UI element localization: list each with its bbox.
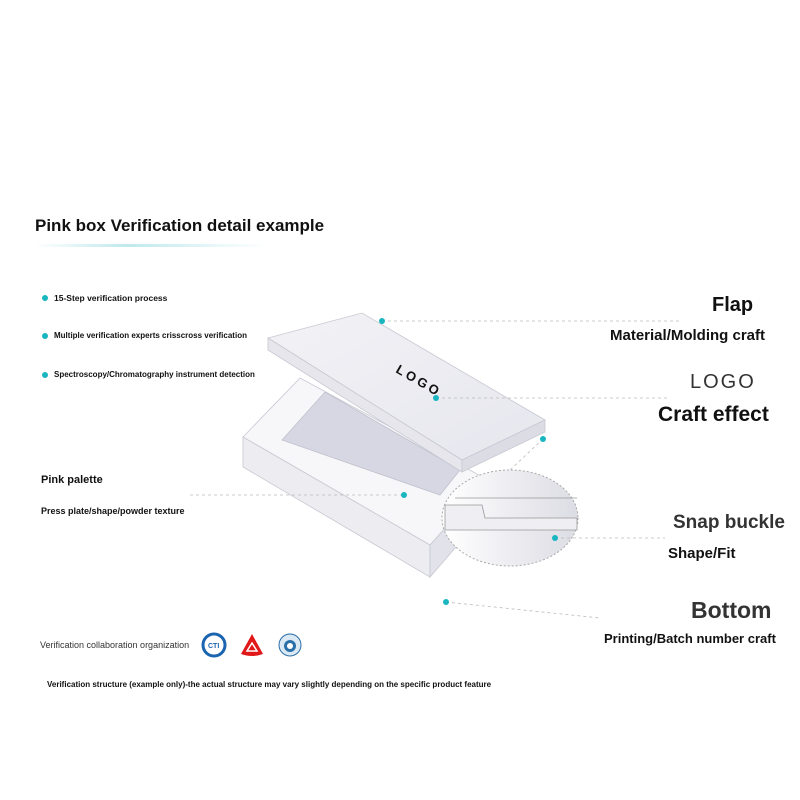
marker-dots bbox=[379, 318, 558, 605]
box-lid: LOGO bbox=[267, 312, 546, 473]
page-title: Pink box Verification detail example bbox=[35, 216, 325, 235]
flap-sub-label: Material/Molding craft bbox=[610, 327, 766, 344]
footnote: Verification structure (example only)-th… bbox=[47, 680, 492, 689]
flap-label: Flap bbox=[712, 294, 754, 316]
logo-label: LOGO bbox=[690, 371, 756, 393]
bullet-item: Multiple verification experts crisscross… bbox=[42, 331, 247, 340]
bullet-text: Multiple verification experts crisscross… bbox=[54, 331, 247, 340]
svg-text:CTI: CTI bbox=[208, 643, 219, 650]
bullet-text: Spectroscopy/Chromatography instrument d… bbox=[54, 370, 255, 379]
cti-logo-icon: CTI bbox=[201, 632, 227, 658]
bottom-sub-label: Printing/Batch number craft bbox=[604, 631, 776, 646]
org-label: Verification collaboration organization bbox=[40, 640, 190, 650]
blue-seal-logo-icon bbox=[278, 633, 302, 657]
bullet-dot-icon bbox=[42, 295, 48, 301]
bullet-dot-icon bbox=[42, 332, 48, 339]
title-underline bbox=[35, 244, 265, 247]
bullet-item: Spectroscopy/Chromatography instrument d… bbox=[42, 370, 255, 379]
snap-label: Snap buckle bbox=[673, 512, 785, 533]
snap-sub-label: Shape/Fit bbox=[668, 545, 736, 562]
logo-sub-label: Craft effect bbox=[658, 403, 769, 426]
org-row: Verification collaboration organization … bbox=[40, 632, 303, 658]
red-triangle-logo-icon bbox=[241, 634, 264, 656]
leader-lines bbox=[190, 320, 680, 619]
bottom-label: Bottom bbox=[691, 597, 772, 623]
palette-label: Pink palette bbox=[41, 474, 103, 486]
bullet-dot-icon bbox=[42, 371, 48, 378]
palette-sub-label: Press plate/shape/powder texture bbox=[41, 506, 185, 516]
bullet-item: 15-Step verification process bbox=[42, 293, 167, 303]
bullet-text: 15-Step verification process bbox=[54, 293, 168, 303]
snap-buckle-magnifier bbox=[441, 469, 579, 567]
